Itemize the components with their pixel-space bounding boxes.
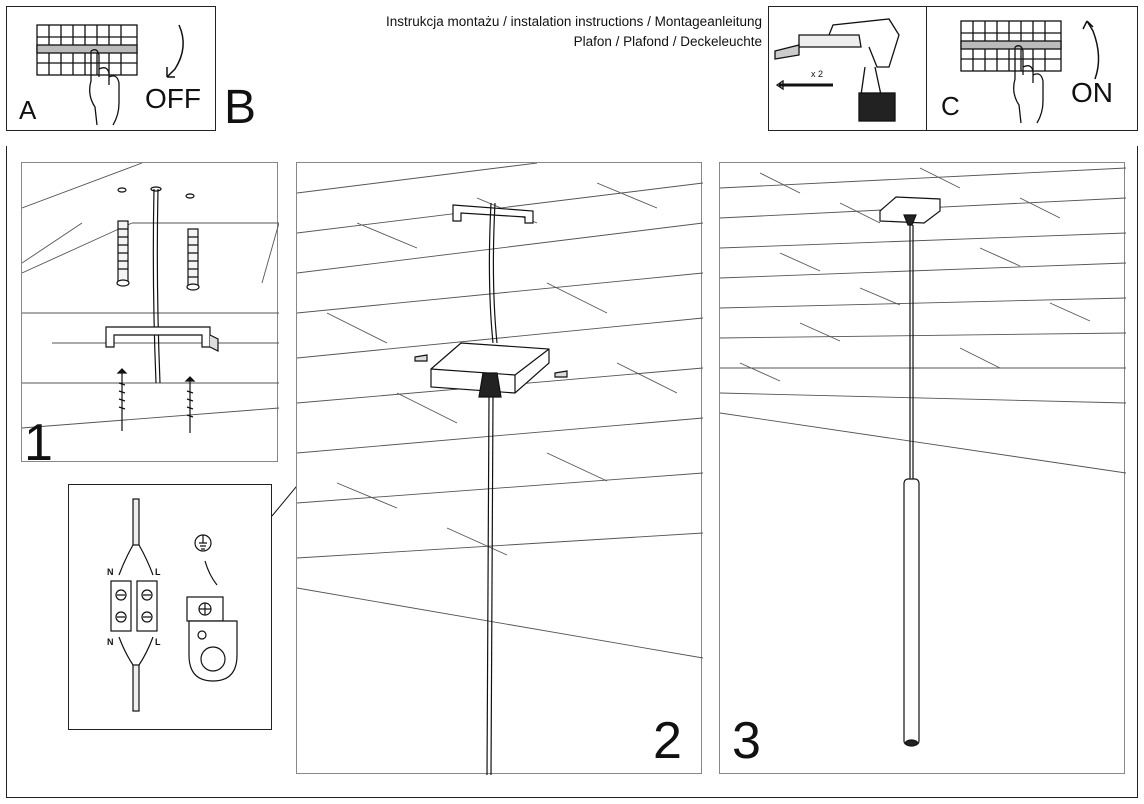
subtitle-line: Plafon / Plafond / Deckeleuchte [573,34,762,49]
panel-letter: C [941,91,960,121]
switch-state-label: OFF [145,83,201,114]
panel-b-tools: x 2 [768,6,928,131]
step-number: 1 [24,414,53,472]
section-letter: B [224,81,257,134]
title-line: Instrukcja montażu / instalation instruc… [386,14,762,29]
page-frame [6,146,1138,798]
switch-state-label: ON [1071,77,1113,108]
step-3-panel: 3 [719,162,1126,774]
panel-a: A OFF [6,6,216,131]
panel-c: C ON [926,6,1138,131]
ceiling-mounting-parts-illustration [22,163,279,433]
mounted-pendant-lamp-illustration [720,167,1126,747]
panel-letter: A [19,95,37,125]
fuse-box-switch-on-icon [960,20,1100,124]
drill-icon [774,18,900,122]
step-2-panel: 2 [296,162,703,775]
live-label: L [155,567,161,577]
step-number: 3 [732,712,761,770]
step-1-panel: 1 [21,162,279,469]
wiring-diagram [110,498,238,712]
neutral-label: N [107,567,114,577]
canopy-installation-illustration [297,163,703,775]
live-label: L [155,637,161,647]
step-number: 2 [653,712,682,770]
manual-title: Instrukcja montażu / instalation instruc… [386,12,762,52]
quantity-label: x 2 [811,69,824,79]
wiring-detail-panel: N L N L [68,484,272,730]
neutral-label: N [107,637,114,647]
fuse-box-switch-off-icon [36,24,184,126]
